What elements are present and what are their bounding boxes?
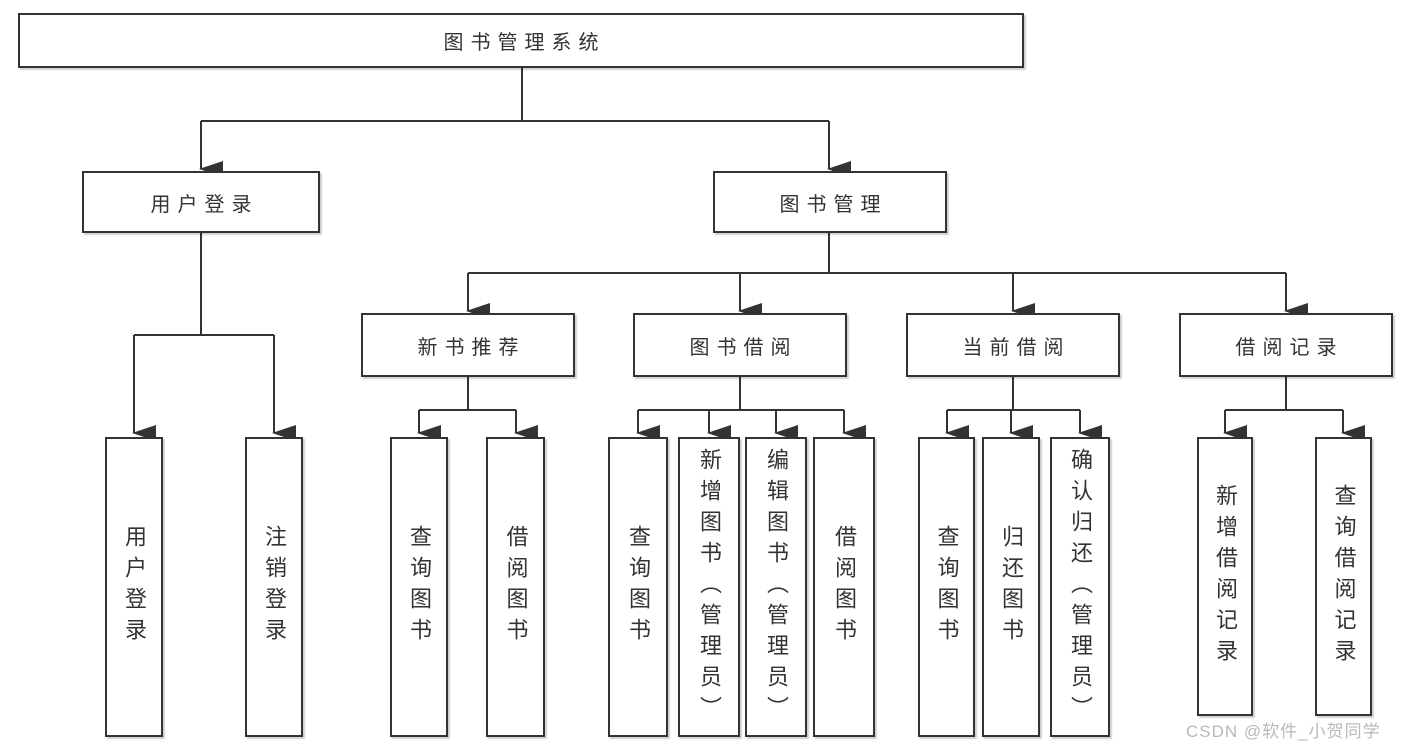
- node-current-borrowing: 当前借阅: [906, 313, 1120, 377]
- node-bb-edit-books: 编辑图书（管理员）: [745, 437, 807, 737]
- node-borrow-records-label: 借阅记录: [1235, 336, 1344, 359]
- node-bb-add-books: 新增图书（管理员）: [678, 437, 740, 737]
- node-current-borrowing-label: 当前借阅: [962, 336, 1071, 359]
- node-cb-return-books: 归还图书: [982, 437, 1040, 737]
- node-bb-borrow-books: 借阅图书: [813, 437, 875, 737]
- node-br-add-record-label: 新增借阅记录: [1213, 483, 1238, 670]
- node-cb-confirm-return: 确认归还（管理员）: [1050, 437, 1110, 737]
- node-logout-leaf: 注销登录: [245, 437, 303, 737]
- node-cb-query-books-label: 查询图书: [934, 525, 960, 649]
- node-nbr-query-books-label: 查询图书: [407, 525, 432, 649]
- node-bb-borrow-books-label: 借阅图书: [832, 525, 857, 649]
- node-bb-query-books: 查询图书: [608, 437, 668, 737]
- node-user-login-label: 用户登录: [150, 193, 259, 216]
- node-br-add-record: 新增借阅记录: [1197, 437, 1253, 716]
- node-book-borrowing: 图书借阅: [633, 313, 847, 377]
- node-library-system: 图书管理系统: [18, 13, 1024, 68]
- node-user-login-leaf: 用户登录: [105, 437, 163, 737]
- node-bb-query-books-label: 查询图书: [626, 525, 651, 649]
- node-book-management: 图书管理: [713, 171, 947, 233]
- node-cb-query-books: 查询图书: [918, 437, 975, 737]
- node-nbr-borrow-books-label: 借阅图书: [503, 525, 529, 649]
- node-user-login: 用户登录: [82, 171, 320, 233]
- node-bb-edit-books-label: 编辑图书（管理员）: [764, 447, 789, 727]
- node-br-query-record-label: 查询借阅记录: [1331, 483, 1357, 670]
- node-user-login-leaf-label: 用户登录: [122, 525, 147, 649]
- node-logout-leaf-label: 注销登录: [262, 525, 287, 649]
- node-borrow-records: 借阅记录: [1179, 313, 1393, 377]
- arrow-connectors: [132, 121, 1365, 441]
- node-new-book-recommend: 新书推荐: [361, 313, 575, 377]
- node-bb-add-books-label: 新增图书（管理员）: [697, 447, 722, 727]
- node-book-borrowing-label: 图书借阅: [689, 336, 798, 359]
- node-cb-confirm-return-label: 确认归还（管理员）: [1068, 447, 1093, 727]
- csdn-watermark: CSDN @软件_小贺同学: [1186, 722, 1381, 741]
- node-nbr-query-books: 查询图书: [390, 437, 448, 737]
- node-new-book-recommend-label: 新书推荐: [417, 336, 526, 359]
- node-nbr-borrow-books: 借阅图书: [486, 437, 545, 737]
- node-book-management-label: 图书管理: [779, 193, 888, 216]
- node-cb-return-books-label: 归还图书: [999, 525, 1024, 649]
- branch-rails: [134, 68, 1343, 411]
- node-br-query-record: 查询借阅记录: [1315, 437, 1372, 716]
- node-library-system-label: 图书管理系统: [443, 32, 606, 54]
